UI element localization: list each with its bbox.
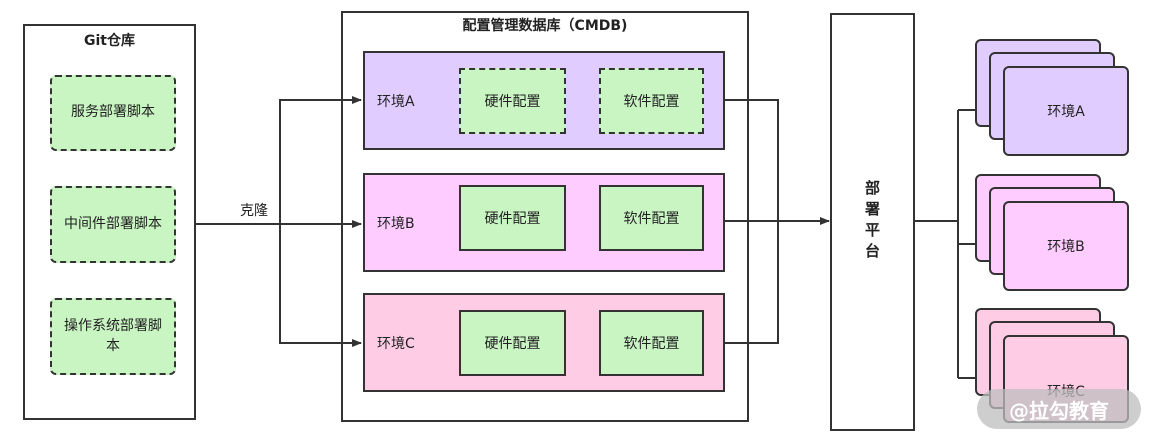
git-repo-title: Git仓库 bbox=[84, 33, 135, 49]
env-c-label: 环境C bbox=[377, 335, 415, 352]
deploy-platform-label: 部署平台 bbox=[863, 180, 881, 264]
deploy-platform-box: 部署平台 bbox=[830, 13, 915, 431]
os-deploy-script: 操作系统部署脚本 bbox=[50, 298, 176, 375]
env-b-label: 环境B bbox=[377, 215, 415, 232]
target-env-a: 环境A bbox=[1003, 66, 1129, 156]
cmdb-title: 配置管理数据库（CMDB) bbox=[462, 18, 628, 34]
clone-label: 克隆 bbox=[240, 203, 268, 219]
env-b-hardware-config: 硬件配置 bbox=[459, 185, 566, 251]
env-c-to-deploy-line bbox=[725, 221, 779, 344]
env-a-to-deploy-line bbox=[725, 99, 779, 221]
env-a-software-config: 软件配置 bbox=[599, 68, 704, 134]
clone-arrow-a bbox=[279, 96, 362, 224]
clone-arrow-c bbox=[279, 224, 362, 347]
env-a-label: 环境A bbox=[377, 93, 415, 110]
env-c-software-config: 软件配置 bbox=[599, 310, 704, 376]
watermark: @拉勾教育 bbox=[977, 389, 1141, 429]
env-a-hardware-config: 硬件配置 bbox=[459, 68, 566, 134]
env-b-software-config: 软件配置 bbox=[599, 185, 704, 251]
target-env-b: 环境B bbox=[1003, 201, 1129, 291]
env-c-hardware-config: 硬件配置 bbox=[459, 310, 566, 376]
service-deploy-script: 服务部署脚本 bbox=[50, 75, 176, 151]
cmdb-box: 配置管理数据库（CMDB) bbox=[341, 11, 749, 422]
middleware-deploy-script: 中间件部署脚本 bbox=[50, 186, 176, 263]
